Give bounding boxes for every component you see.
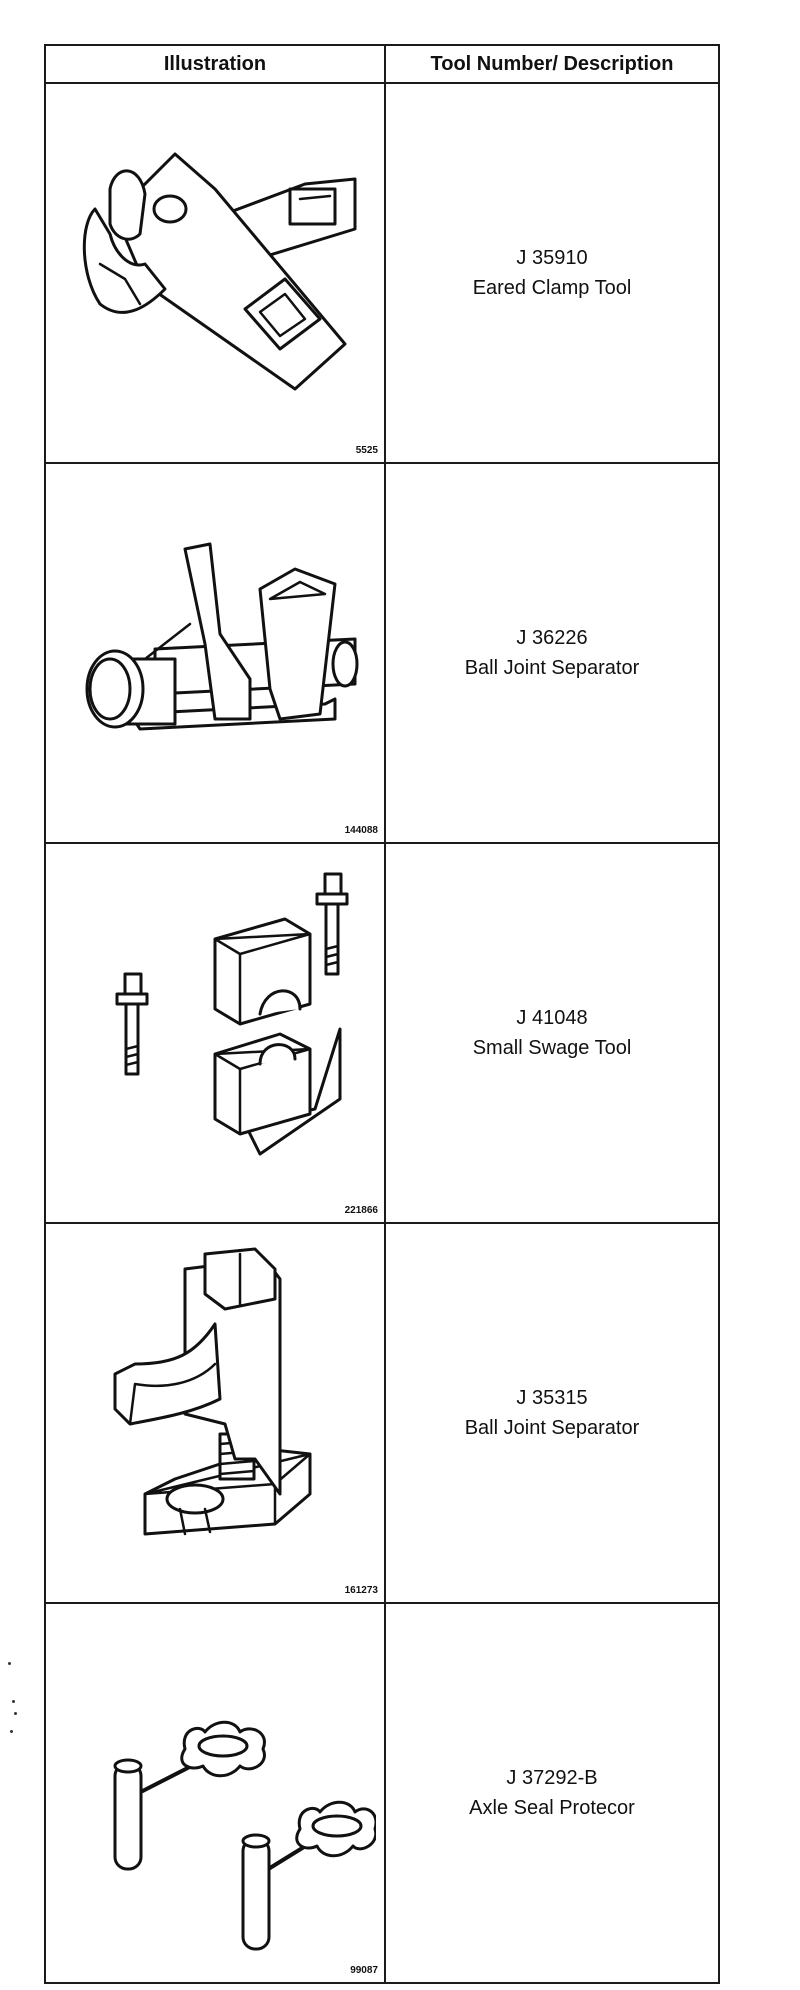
small-swage-tool-icon bbox=[115, 872, 349, 1156]
scan-speck bbox=[8, 1662, 11, 1665]
figure-number: 144088 bbox=[344, 825, 378, 836]
table-row: 99087 J 37292-B Axle Seal Protecor bbox=[44, 1602, 720, 1984]
table-row: 144088 J 36226 Ball Joint Separator bbox=[44, 462, 720, 844]
figure-number: 99087 bbox=[350, 1965, 378, 1976]
description-cell: J 37292-B Axle Seal Protecor bbox=[384, 1602, 720, 1984]
description-cell: J 35315 Ball Joint Separator bbox=[384, 1222, 720, 1604]
tool-description: Ball Joint Separator bbox=[464, 1417, 640, 1439]
description-cell: J 35910 Eared Clamp Tool bbox=[384, 82, 720, 464]
tool-description: Axle Seal Protecor bbox=[469, 1797, 635, 1819]
tool-description: Eared Clamp Tool bbox=[472, 277, 632, 299]
eared-clamp-tool-icon bbox=[82, 152, 357, 391]
scan-speck bbox=[10, 1730, 13, 1733]
header-tool-number: Tool Number/ Description bbox=[384, 44, 720, 84]
tool-table: Illustration Tool Number/ Description bbox=[44, 44, 720, 1984]
description-cell: J 41048 Small Swage Tool bbox=[384, 842, 720, 1224]
description-cell: J 36226 Ball Joint Separator bbox=[384, 462, 720, 844]
tool-description: Small Swage Tool bbox=[472, 1037, 632, 1059]
tool-description: Ball Joint Separator bbox=[464, 657, 640, 679]
header-illustration: Illustration bbox=[44, 44, 386, 84]
scan-speck bbox=[14, 1712, 17, 1715]
ball-joint-separator-yoke-icon bbox=[113, 1247, 312, 1536]
illustration-cell: 5525 bbox=[44, 82, 386, 464]
tool-number: J 37292-B bbox=[506, 1767, 598, 1789]
tool-number: J 35910 bbox=[516, 247, 588, 269]
header-row: Illustration Tool Number/ Description bbox=[44, 44, 720, 84]
figure-number: 5525 bbox=[355, 445, 378, 456]
illustration-cell: 221866 bbox=[44, 842, 386, 1224]
tool-number: J 35315 bbox=[516, 1387, 588, 1409]
ball-joint-separator-icon bbox=[85, 542, 359, 731]
tool-number: J 41048 bbox=[516, 1007, 588, 1029]
scan-speck bbox=[12, 1700, 15, 1703]
figure-number: 161273 bbox=[344, 1585, 378, 1596]
axle-seal-protector-icon bbox=[113, 1720, 376, 1951]
illustration-cell: 99087 bbox=[44, 1602, 386, 1984]
table-row: 161273 J 35315 Ball Joint Separator bbox=[44, 1222, 720, 1604]
table-row: 5525 J 35910 Eared Clamp Tool bbox=[44, 82, 720, 464]
tool-number: J 36226 bbox=[516, 627, 588, 649]
figure-number: 221866 bbox=[344, 1205, 378, 1216]
illustration-cell: 144088 bbox=[44, 462, 386, 844]
illustration-cell: 161273 bbox=[44, 1222, 386, 1604]
table-row: 221866 J 41048 Small Swage Tool bbox=[44, 842, 720, 1224]
